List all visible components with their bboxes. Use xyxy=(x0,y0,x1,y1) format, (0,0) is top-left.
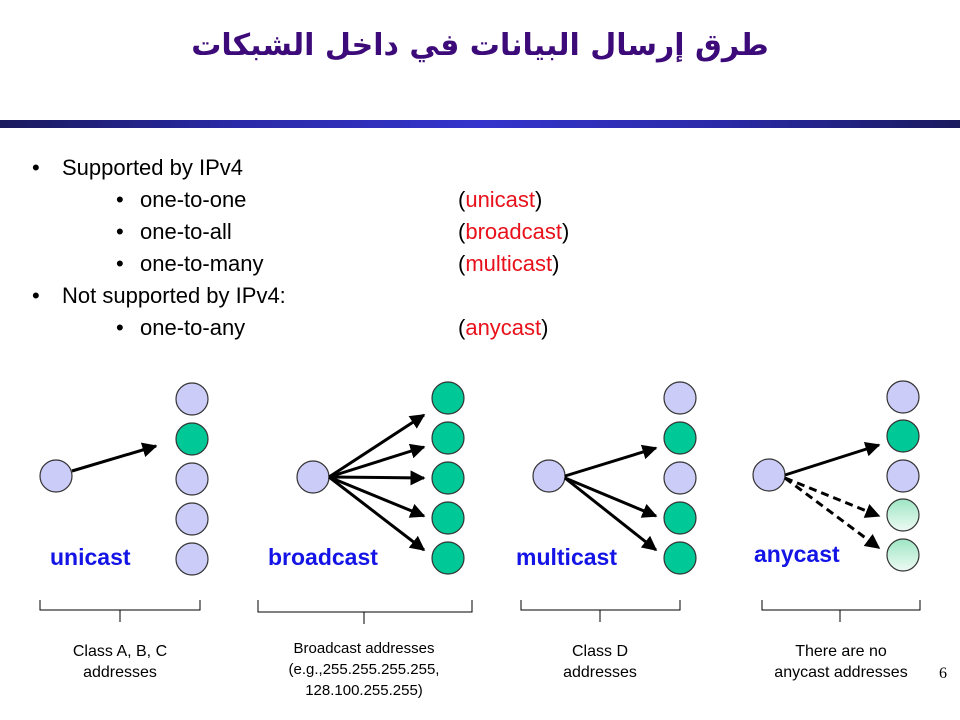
term-unicast: unicast xyxy=(465,187,536,212)
receiver-node-active xyxy=(663,501,697,535)
receiver-node xyxy=(175,462,209,496)
dashed-arrow-icon xyxy=(784,476,881,518)
receiver-node-active xyxy=(663,421,697,455)
multicast-diagram xyxy=(520,381,697,622)
label-multicast: multicast xyxy=(516,544,617,570)
slide-title: طرق إرسال البيانات في داخل الشبكات xyxy=(191,28,769,63)
receiver-node-active xyxy=(886,419,920,453)
page-number: 6 xyxy=(939,665,947,682)
caption-anycast: There are no anycast addresses xyxy=(774,643,908,681)
bullet-icon: • xyxy=(116,219,124,244)
arrow-icon xyxy=(328,443,426,479)
bullet-icon: • xyxy=(32,155,40,180)
term-multicast: multicast xyxy=(465,251,553,276)
source-node xyxy=(39,459,73,493)
label-unicast: unicast xyxy=(50,544,131,570)
arrow-icon xyxy=(328,413,426,479)
arrow-icon xyxy=(564,444,658,478)
unicast-diagram xyxy=(39,382,209,622)
label-anycast: anycast xyxy=(754,541,840,567)
receiver-node-active xyxy=(663,541,697,575)
receiver-node-active xyxy=(431,421,465,455)
receiver-node xyxy=(175,542,209,576)
brace-icon xyxy=(761,600,921,622)
caption-unicast: Class A, B, C addresses xyxy=(72,643,168,681)
receiver-node-candidate xyxy=(886,538,920,572)
receiver-node xyxy=(663,381,697,415)
receiver-node xyxy=(663,461,697,495)
arrow-icon xyxy=(71,442,158,473)
receiver-node xyxy=(175,502,209,536)
broadcast-diagram xyxy=(257,381,473,624)
receiver-node-active xyxy=(431,381,465,415)
anycast-diagram xyxy=(752,380,921,622)
dashed-arrow-icon xyxy=(784,476,881,550)
receiver-node-candidate xyxy=(886,498,920,532)
term-anycast: anycast xyxy=(465,315,542,340)
term-broadcast: broadcast xyxy=(465,219,562,244)
source-node xyxy=(296,460,330,494)
arrow-icon xyxy=(784,441,881,477)
arrow-icon xyxy=(564,476,658,518)
arrow-icon xyxy=(328,475,426,518)
receiver-node xyxy=(886,459,920,493)
receiver-node xyxy=(886,380,920,414)
bullet-icon: • xyxy=(32,283,40,308)
receiver-node-active xyxy=(431,461,465,495)
title-divider xyxy=(0,120,960,128)
arrow-icon xyxy=(564,476,658,552)
arrow-icon xyxy=(328,475,426,552)
receiver-node-active xyxy=(431,541,465,575)
bullet-icon: • xyxy=(116,315,124,340)
bullet-icon: • xyxy=(116,251,124,276)
bullet-icon: • xyxy=(116,187,124,212)
label-broadcast: broadcast xyxy=(268,544,378,570)
brace-icon xyxy=(520,600,681,622)
brace-icon xyxy=(257,600,473,624)
source-node xyxy=(752,458,786,492)
receiver-node-active xyxy=(431,501,465,535)
source-node xyxy=(532,459,566,493)
arrow-icon xyxy=(328,470,426,486)
receiver-node-active xyxy=(175,422,209,456)
brace-icon xyxy=(39,600,201,622)
caption-multicast: Class D addresses xyxy=(563,643,637,681)
caption-broadcast: Broadcast addresses (e.g.,255.255.255.25… xyxy=(288,640,440,699)
receiver-node xyxy=(175,382,209,416)
